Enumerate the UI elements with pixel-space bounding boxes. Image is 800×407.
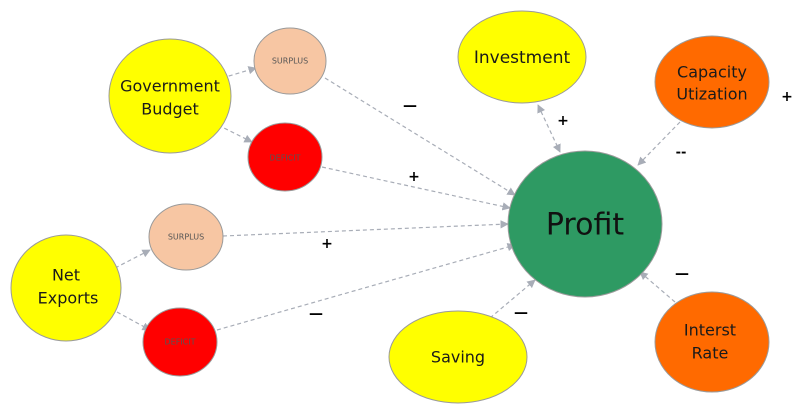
edge-netexports-to-surplus — [114, 249, 151, 269]
gov-deficit-node — [247, 122, 323, 192]
sign-capacity-far: + — [781, 89, 793, 105]
sign-interest: — — [675, 266, 689, 282]
sign-nx-surplus: + — [321, 236, 333, 252]
gov-surplus-label: SURPLUS — [272, 57, 308, 66]
edge-government-to-deficit — [217, 124, 253, 143]
nx-surplus-node — [148, 203, 224, 271]
saving-label: Saving — [431, 348, 485, 367]
edge-nx-surplus-to-profit — [222, 220, 509, 237]
net-exports-node — [10, 234, 122, 342]
saving-node — [388, 310, 528, 404]
investment-node — [457, 10, 587, 104]
profit-node — [507, 150, 663, 298]
interest-rate-node — [654, 291, 770, 393]
capacity-label-line1: Capacity — [677, 63, 747, 82]
sign-investment: + — [557, 113, 569, 129]
sign-gov-deficit: + — [408, 169, 420, 185]
edge-gov-surplus-to-profit — [324, 77, 516, 196]
government-budget-node — [108, 38, 232, 154]
edge-government-to-surplus — [221, 66, 257, 79]
capacity-utilization-node — [654, 35, 770, 129]
net-exports-label-line1: Net — [52, 266, 80, 285]
interest-label-line2: Rate — [692, 344, 729, 363]
net-exports-label-line2: Exports — [38, 289, 99, 308]
capacity-label-line2: Utization — [676, 85, 747, 104]
interest-label-line1: Interst — [684, 321, 736, 340]
profit-label: Profit — [546, 208, 624, 243]
government-label-line2: Budget — [141, 100, 199, 119]
gov-surplus-node — [253, 27, 327, 95]
government-label-line1: Government — [120, 77, 220, 96]
nx-surplus-label: SURPLUS — [168, 233, 204, 242]
edge-investment-profit — [537, 104, 561, 153]
nx-deficit-node — [142, 307, 218, 377]
edge-capacity-to-profit — [637, 121, 681, 166]
sign-gov-surplus: — — [403, 98, 417, 114]
investment-label: Investment — [474, 48, 571, 68]
edge-interest-to-profit — [639, 271, 676, 303]
edge-nx-deficit-to-profit — [216, 243, 516, 331]
sign-capacity-near: -- — [676, 146, 687, 161]
edge-netexports-to-deficit — [116, 311, 151, 331]
nx-deficit-label: DEFICIT — [164, 338, 195, 347]
gov-deficit-label: DEFICIT — [269, 154, 300, 163]
sign-saving: — — [514, 305, 528, 321]
edge-saving-to-profit — [489, 279, 536, 319]
sign-nx-deficit: — — [309, 306, 323, 322]
